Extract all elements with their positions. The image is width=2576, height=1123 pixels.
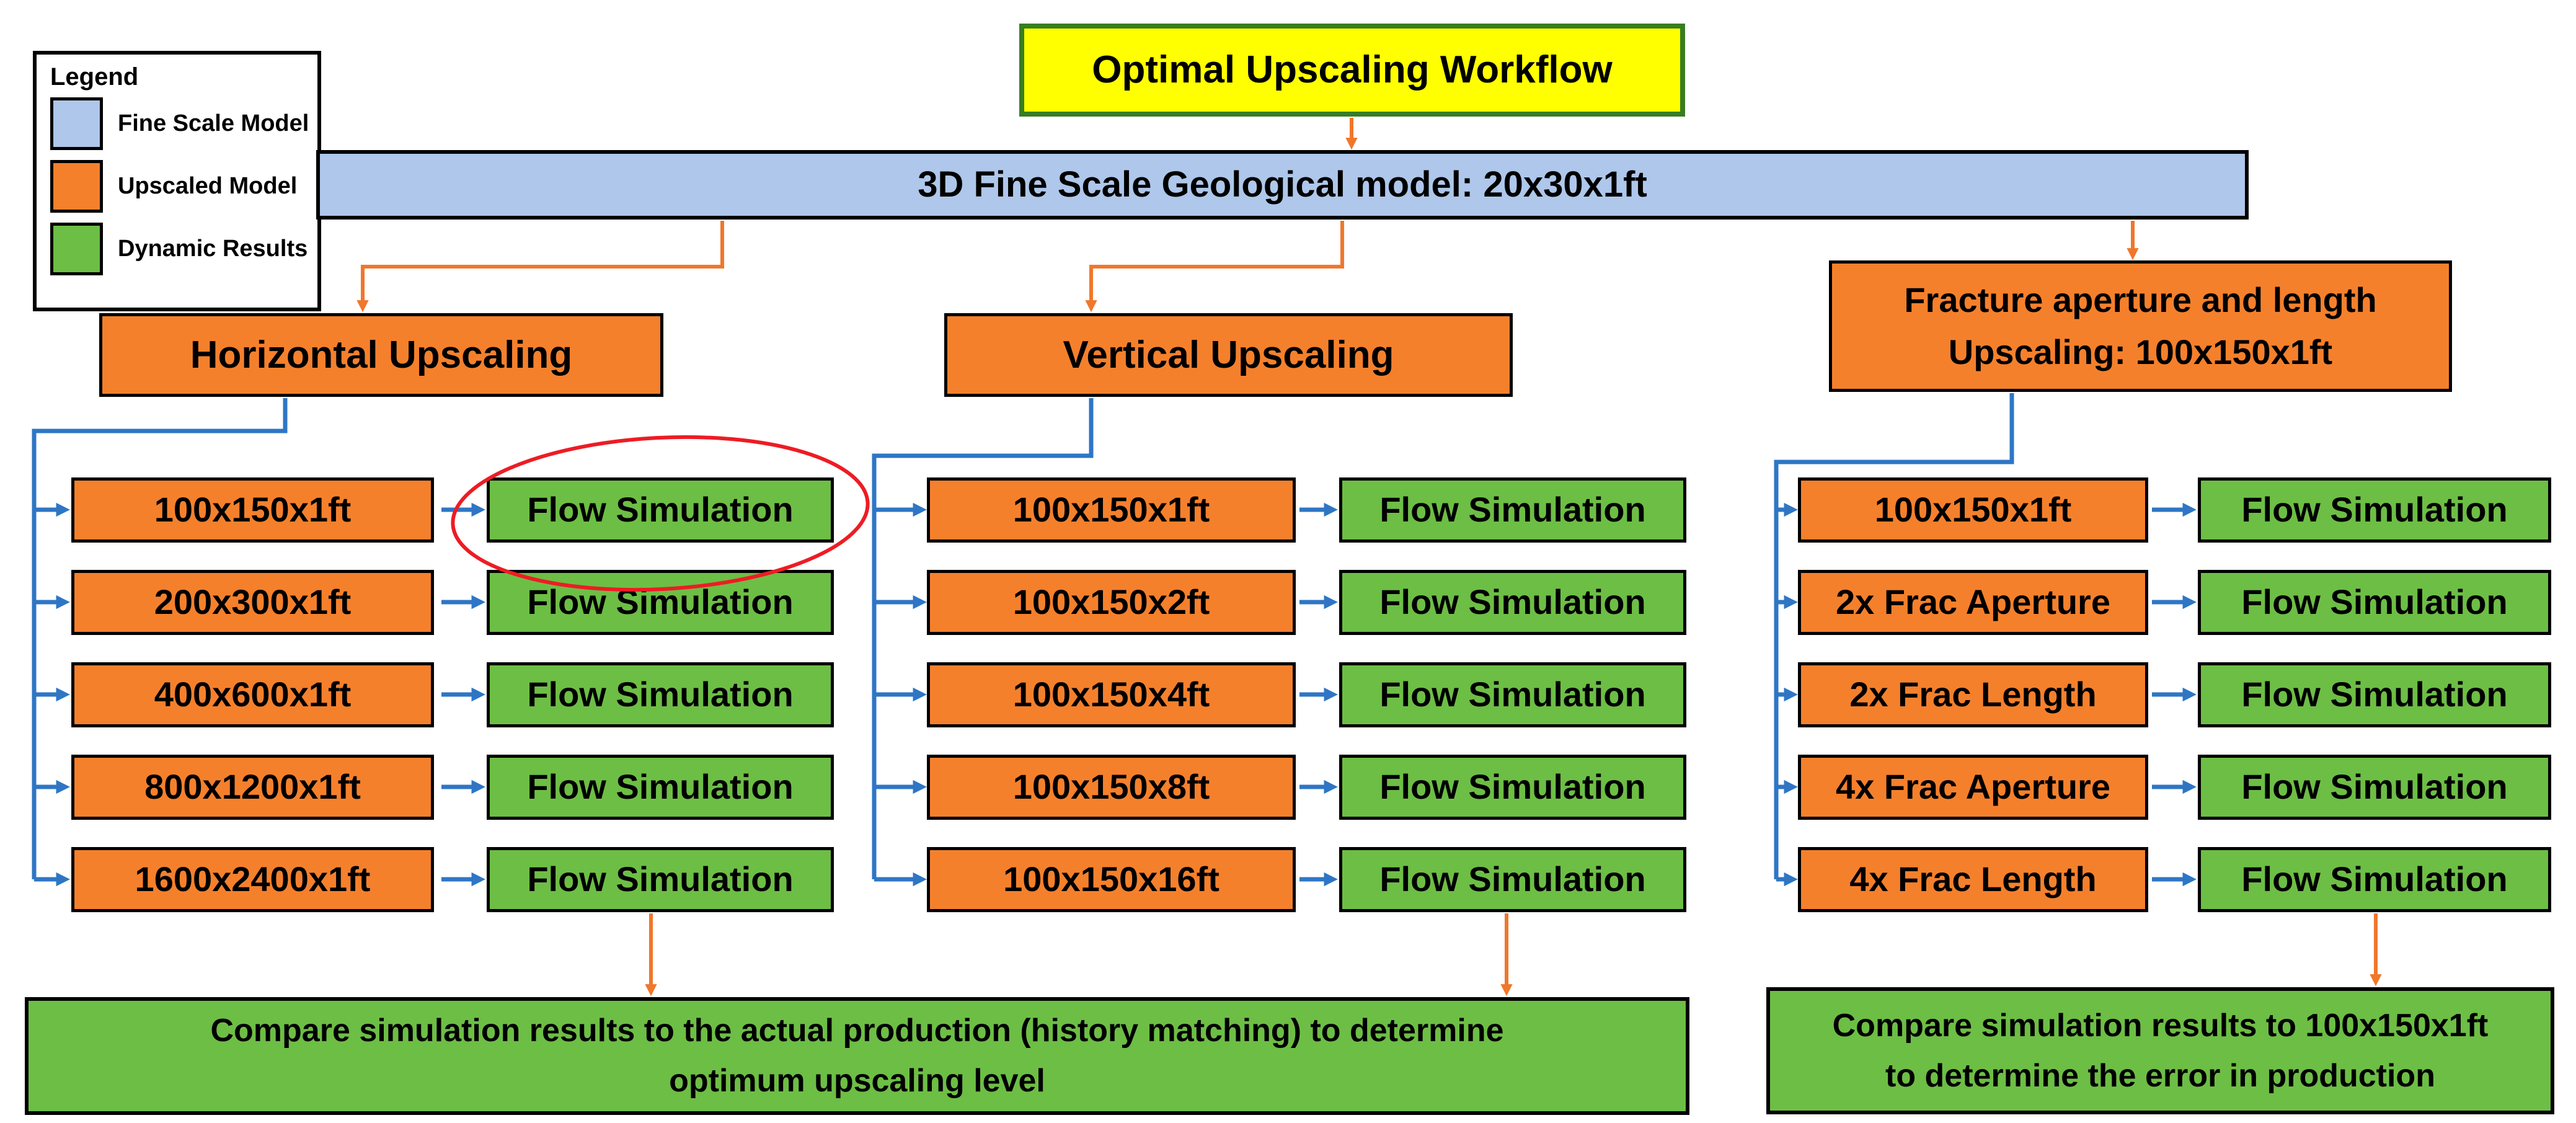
h-flow-simulation-box-4: Flow Simulation bbox=[487, 755, 834, 820]
v-model-box-1: 100x150x1ft bbox=[927, 477, 1296, 543]
header-line: Fracture aperture and length bbox=[1904, 280, 2377, 319]
h-flow-simulation-box-3: Flow Simulation bbox=[487, 662, 834, 727]
conclusion-line: to determine the error in production bbox=[1885, 1057, 2435, 1094]
legend: Legend Fine Scale Model Upscaled Model D… bbox=[33, 51, 321, 311]
h-flow-simulation-box-5: Flow Simulation bbox=[487, 847, 834, 912]
f-model-box-2: 2x Frac Aperture bbox=[1798, 570, 2148, 635]
f-flow-simulation-box-4: Flow Simulation bbox=[2198, 755, 2551, 820]
f-flow-simulation-box-5: Flow Simulation bbox=[2198, 847, 2551, 912]
h-flow-simulation-box-1: Flow Simulation bbox=[487, 477, 834, 543]
h-model-box-3: 400x600x1ft bbox=[71, 662, 434, 727]
v-model-box-2: 100x150x2ft bbox=[927, 570, 1296, 635]
history-matching-conclusion-box: Compare simulation results to the actual… bbox=[25, 997, 1689, 1115]
f-model-box-3: 2x Frac Length bbox=[1798, 662, 2148, 727]
h-model-box-1: 100x150x1ft bbox=[71, 477, 434, 543]
f-flow-simulation-box-3: Flow Simulation bbox=[2198, 662, 2551, 727]
header-line: Upscaling: 100x150x1ft bbox=[1948, 332, 2333, 371]
error-in-production-conclusion-box: Compare simulation results to 100x150x1f… bbox=[1766, 987, 2554, 1114]
v-flow-simulation-box-1: Flow Simulation bbox=[1339, 477, 1686, 543]
legend-label: Fine Scale Model bbox=[118, 110, 309, 136]
f-model-box-5: 4x Frac Length bbox=[1798, 847, 2148, 912]
h-flow-simulation-box-2: Flow Simulation bbox=[487, 570, 834, 635]
diagram-title: Optimal Upscaling Workflow bbox=[1019, 24, 1685, 117]
dynamic-swatch bbox=[50, 223, 103, 275]
conclusion-line: Compare simulation results to the actual… bbox=[210, 1013, 1504, 1049]
h-model-box-5: 1600x2400x1ft bbox=[71, 847, 434, 912]
legend-item-fine-scale: Fine Scale Model bbox=[50, 97, 317, 150]
legend-item-dynamic: Dynamic Results bbox=[50, 223, 317, 275]
horizontal-upscaling-header: Horizontal Upscaling bbox=[99, 313, 663, 397]
h-model-box-2: 200x300x1ft bbox=[71, 570, 434, 635]
v-flow-simulation-box-4: Flow Simulation bbox=[1339, 755, 1686, 820]
upscaled-swatch bbox=[50, 160, 103, 213]
f-flow-simulation-box-1: Flow Simulation bbox=[2198, 477, 2551, 543]
vertical-upscaling-header: Vertical Upscaling bbox=[944, 313, 1513, 397]
v-flow-simulation-box-5: Flow Simulation bbox=[1339, 847, 1686, 912]
v-model-box-4: 100x150x8ft bbox=[927, 755, 1296, 820]
v-model-box-5: 100x150x16ft bbox=[927, 847, 1296, 912]
f-flow-simulation-box-2: Flow Simulation bbox=[2198, 570, 2551, 635]
h-model-box-4: 800x1200x1ft bbox=[71, 755, 434, 820]
conclusion-line: Compare simulation results to 100x150x1f… bbox=[1832, 1007, 2489, 1044]
legend-title: Legend bbox=[50, 63, 139, 91]
f-model-box-1: 100x150x1ft bbox=[1798, 477, 2148, 543]
fine-scale-swatch bbox=[50, 97, 103, 150]
legend-label: Dynamic Results bbox=[118, 236, 308, 262]
legend-label: Upscaled Model bbox=[118, 173, 298, 199]
conclusion-line: optimum upscaling level bbox=[669, 1063, 1045, 1099]
v-flow-simulation-box-2: Flow Simulation bbox=[1339, 570, 1686, 635]
fine-scale-model-box: 3D Fine Scale Geological model: 20x30x1f… bbox=[316, 150, 2249, 220]
v-model-box-3: 100x150x4ft bbox=[927, 662, 1296, 727]
f-model-box-4: 4x Frac Aperture bbox=[1798, 755, 2148, 820]
fracture-upscaling-header: Fracture aperture and length Upscaling: … bbox=[1829, 260, 2452, 392]
v-flow-simulation-box-3: Flow Simulation bbox=[1339, 662, 1686, 727]
legend-item-upscaled: Upscaled Model bbox=[50, 160, 317, 213]
